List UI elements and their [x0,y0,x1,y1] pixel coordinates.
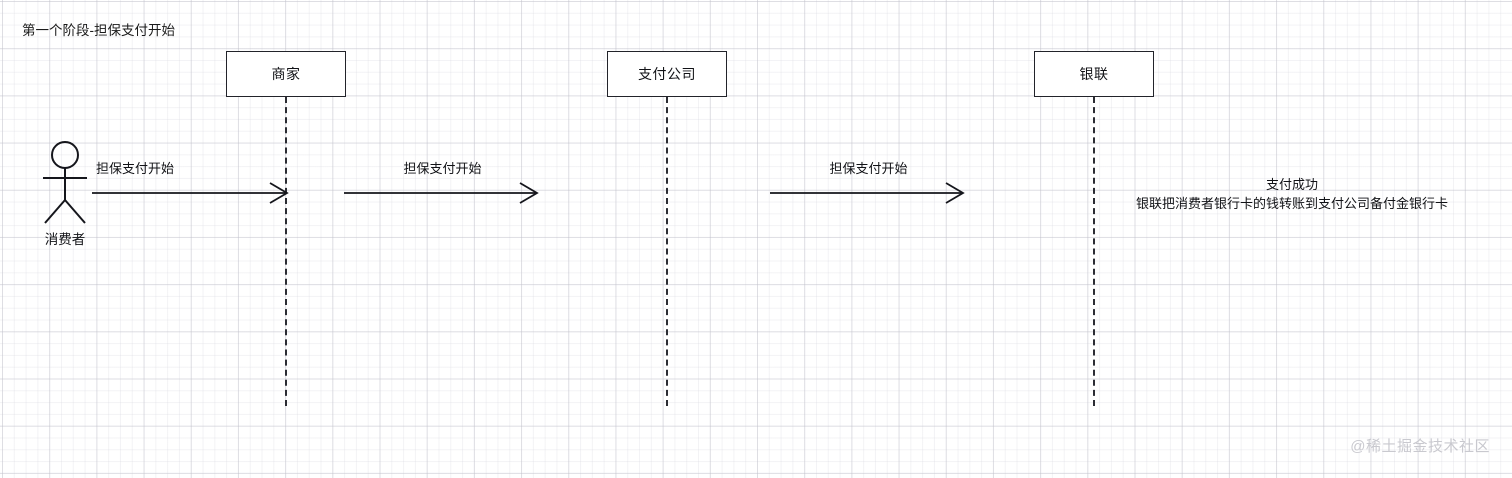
page-title: 第一个阶段-担保支付开始 [22,23,175,38]
stick-figure-actor-icon [43,141,87,224]
participant-box-merchant[interactable]: 商家 [226,51,346,97]
message-label-1: 担保支付开始 [96,161,175,176]
participant-label-payment-company: 支付公司 [638,66,696,82]
lifeline-unionpay [1093,97,1095,406]
participant-label-merchant: 商家 [271,66,301,82]
message-arrow-3[interactable] [766,181,972,221]
message-arrow-2[interactable] [340,181,546,221]
message-label-3: 担保支付开始 [829,161,908,176]
watermark: @稀土掘金技术社区 [1350,438,1490,455]
note-line-1: 支付成功 [1265,177,1318,192]
participant-box-unionpay[interactable]: 银联 [1034,51,1154,97]
note-line-2: 银联把消费者银行卡的钱转账到支付公司备付金银行卡 [1135,196,1448,211]
participant-label-unionpay: 银联 [1079,66,1109,82]
lifeline-merchant [285,97,287,406]
participant-box-payment-company[interactable]: 支付公司 [607,51,727,97]
note-unionpay-result: 支付成功 银联把消费者银行卡的钱转账到支付公司备付金银行卡 [1092,175,1492,213]
lifeline-payment-company [666,97,668,406]
actor-consumer-label: 消费者 [44,232,86,247]
message-label-2: 担保支付开始 [403,161,482,176]
message-arrow-1[interactable] [88,181,298,221]
actor-consumer [33,140,97,224]
